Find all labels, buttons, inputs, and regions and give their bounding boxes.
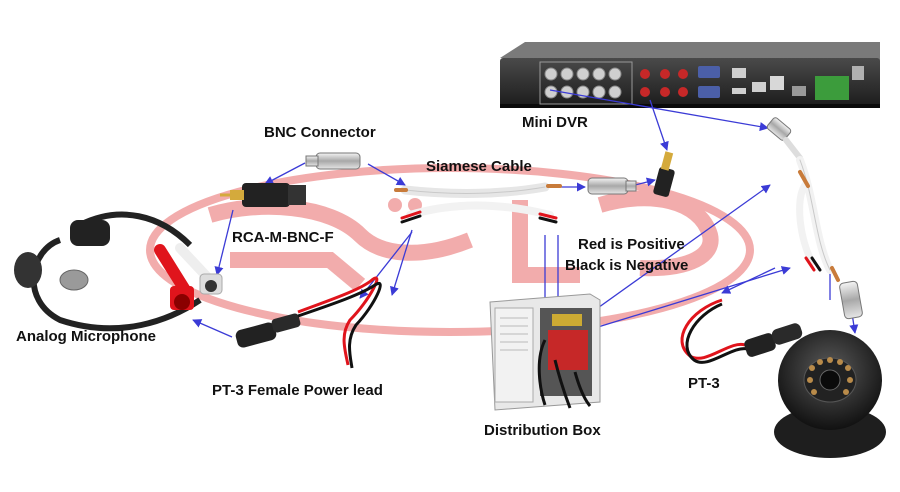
label-pt3-female-power-lead: PT-3 Female Power lead xyxy=(212,382,383,399)
siamese-cable xyxy=(394,182,562,224)
mini-dvr-device xyxy=(500,42,880,108)
label-black-negative: Black is Negative xyxy=(565,257,689,274)
label-mini-dvr: Mini DVR xyxy=(522,114,588,131)
bnc-connector-top xyxy=(305,152,361,170)
distribution-box xyxy=(489,293,601,411)
watermark-logo xyxy=(146,164,754,336)
camera-cable xyxy=(766,117,863,320)
label-bnc-connector: BNC Connector xyxy=(264,124,376,141)
label-pt3: PT-3 xyxy=(688,375,720,392)
pt3-power-lead xyxy=(680,298,803,364)
label-siamese-cable: Siamese Cable xyxy=(426,158,532,175)
rca-bnc-adapter xyxy=(220,183,306,207)
label-rca-m-bnc-f: RCA-M-BNC-F xyxy=(232,229,334,246)
dome-camera xyxy=(774,330,886,458)
label-distribution-box: Distribution Box xyxy=(484,422,601,439)
rca-plug xyxy=(653,151,675,197)
bnc-connector-middle xyxy=(587,177,637,195)
label-red-positive: Red is Positive xyxy=(578,236,685,253)
label-analog-microphone: Analog Microphone xyxy=(16,328,156,345)
analog-microphone xyxy=(14,211,223,332)
pt3-female-power-lead xyxy=(235,276,382,369)
